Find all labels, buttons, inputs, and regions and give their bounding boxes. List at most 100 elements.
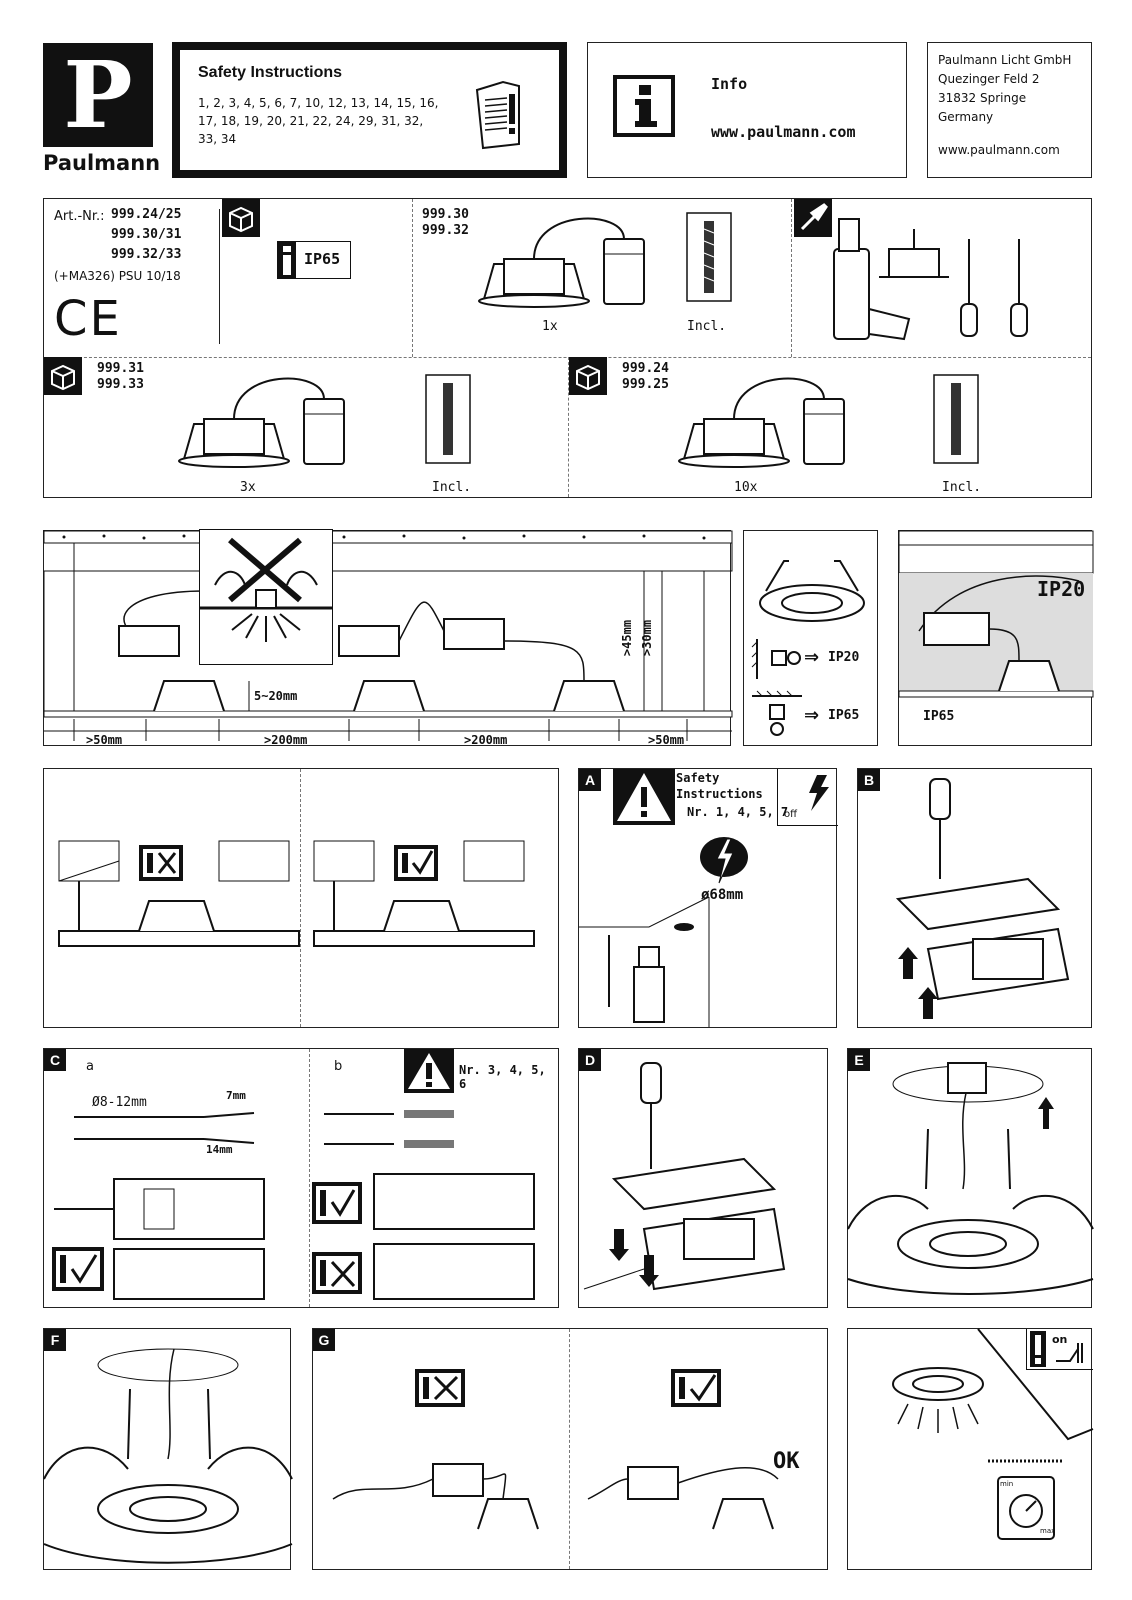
safety-numbers-3: 33, 34 — [198, 132, 237, 146]
correct-cable-icon — [671, 1369, 721, 1407]
incorrect-cable-illustration — [332, 1463, 539, 1530]
safety-instructions-box: Safety Instructions 1, 2, 3, 4, 5, 6, 7,… — [172, 42, 567, 178]
installation-spacing-diagram: >50mm >200mm >200mm >50mm 5~20mm >45mm >… — [43, 529, 733, 747]
power-off-icon — [809, 775, 829, 811]
hole-diameter: ø68mm — [701, 887, 744, 903]
safety-numbers-1: 1, 2, 3, 4, 5, 6, 7, 10, 12, 13, 14, 15,… — [198, 96, 439, 110]
height-2: >30mm — [640, 619, 655, 657]
step-a-title-1: Safety — [676, 771, 720, 785]
ceiling-room-illustration — [898, 530, 1094, 698]
info-url[interactable]: www.paulmann.com — [711, 123, 856, 141]
address-box: Paulmann Licht GmbH Quezinger Feld 2 318… — [927, 42, 1092, 178]
step-c-box: C a b Ø8-12mm 7mm 14mm Nr. 3, 4, 5, 6 — [43, 1048, 559, 1308]
arrow-ip20: ⇒ — [804, 647, 820, 668]
step-f-box: F — [43, 1328, 293, 1570]
set1-anchor-illustration — [686, 212, 732, 302]
set2-nr-2: 999.33 — [97, 377, 144, 392]
package-icon-set3 — [569, 357, 607, 395]
set1-nr-2: 999.32 — [422, 223, 469, 238]
height-1: >45mm — [620, 619, 635, 657]
set2-lamp-driver-illustration — [178, 377, 345, 468]
step-g-badge: G — [313, 1329, 335, 1351]
mount-correct-incorrect-box — [43, 768, 559, 1028]
correct-cable-illustration — [587, 1466, 779, 1530]
arrow-ip65: ⇒ — [804, 705, 820, 726]
ceiling-mount-icon — [752, 690, 802, 736]
lit-spot-illustration — [892, 1328, 1094, 1540]
close-driver-illustration — [583, 1062, 786, 1291]
step-final-box: on min max — [847, 1328, 1094, 1570]
step-d-badge: D — [579, 1049, 601, 1071]
article-label: Art.-Nr.: — [54, 209, 105, 224]
rule-ip65: IP65 — [828, 708, 860, 723]
article-nr-2: 999.30/31 — [111, 227, 182, 242]
ce-mark: CE — [54, 291, 122, 347]
screwdriver-icon — [794, 199, 832, 237]
step-c-badge: C — [44, 1049, 66, 1071]
set1-nr-1: 999.30 — [422, 207, 469, 222]
correct-mount-illustration — [313, 840, 535, 947]
attention-icon — [1030, 1331, 1046, 1367]
room-ip65: IP65 — [923, 709, 955, 724]
address-web[interactable]: www.paulmann.com — [938, 143, 1060, 157]
no-insulation-icon — [200, 537, 332, 642]
distance-spacing-2: >200mm — [464, 733, 508, 747]
push-spot-illustration — [43, 1348, 293, 1564]
no-insulation-box — [199, 529, 333, 665]
step-g-box: G OK — [312, 1328, 828, 1570]
set3-nr-1: 999.24 — [622, 361, 669, 376]
open-driver-illustration — [895, 778, 1070, 1019]
paulmann-logo: P Paulmann — [43, 43, 161, 179]
set2-anchor-illustration — [425, 374, 471, 464]
set1-qty: 1x — [542, 319, 558, 334]
strip-length-2: 14mm — [206, 1143, 233, 1156]
set3-anchor-illustration — [933, 374, 979, 464]
tools-illustration — [833, 218, 1028, 341]
cable-strip-illustration — [52, 1112, 265, 1300]
safety-title: Safety Instructions — [198, 64, 343, 81]
set3-lamp-driver-illustration — [678, 377, 845, 468]
step-a-off: off — [784, 809, 798, 820]
set2-incl: Incl. — [432, 480, 472, 495]
step-a-title-2: Instructions — [676, 787, 763, 801]
ip-badge: IP65 — [277, 241, 351, 279]
step-a-nr: Nr. 1, 4, 5, 7 — [687, 805, 789, 819]
wall-mount-icon — [751, 639, 801, 679]
cable-diameter: Ø8-12mm — [92, 1095, 147, 1110]
mounting-depth: 5~20mm — [254, 689, 298, 703]
room-ip20: IP20 — [1037, 577, 1086, 601]
address-line-2: Quezinger Feld 2 — [938, 72, 1040, 86]
safety-numbers-2: 17, 18, 19, 20, 21, 22, 24, 29, 31, 32, — [198, 114, 424, 128]
info-label: Info — [711, 75, 748, 93]
document-warning-icon — [475, 80, 520, 150]
tilted-spot-illustration — [759, 560, 865, 622]
set3-incl: Incl. — [942, 480, 982, 495]
strip-length-1: 7mm — [226, 1089, 246, 1102]
step-a-badge: A — [579, 769, 601, 791]
distance-edge-left: >50mm — [86, 733, 123, 747]
article-nr-3: 999.32/33 — [111, 247, 182, 262]
switch-on-icon — [1056, 1343, 1083, 1363]
ip65-label: IP65 — [304, 250, 341, 268]
electric-hazard-icon — [700, 837, 748, 884]
product-info-block: Art.-Nr.: 999.24/25 999.30/31 999.32/33 … — [43, 198, 1092, 498]
insert-spot-illustration — [847, 1062, 1094, 1295]
step-d-box: D — [578, 1048, 828, 1308]
brand-name: Paulmann — [43, 151, 161, 175]
dimmer-max: max — [1040, 1527, 1056, 1535]
address-line-4: Germany — [938, 110, 994, 124]
incorrect-cable-icon — [415, 1369, 465, 1407]
step-e-box: E — [847, 1048, 1094, 1308]
info-icon — [613, 75, 675, 137]
step-b-box: B — [857, 768, 1092, 1028]
set1-incl: Incl. — [687, 319, 727, 334]
step-c-sub-b: b — [334, 1059, 343, 1074]
set3-qty: 10x — [734, 480, 758, 495]
step-f-badge: F — [44, 1329, 66, 1351]
psu-note: (+MA326) PSU 10/18 — [54, 269, 181, 283]
address-line-3: 31832 Springe — [938, 91, 1027, 105]
step-e-badge: E — [848, 1049, 870, 1071]
set1-lamp-driver-illustration — [478, 217, 645, 308]
dimmer-min: min — [1000, 1480, 1014, 1488]
power-on-label: on — [1052, 1333, 1068, 1346]
